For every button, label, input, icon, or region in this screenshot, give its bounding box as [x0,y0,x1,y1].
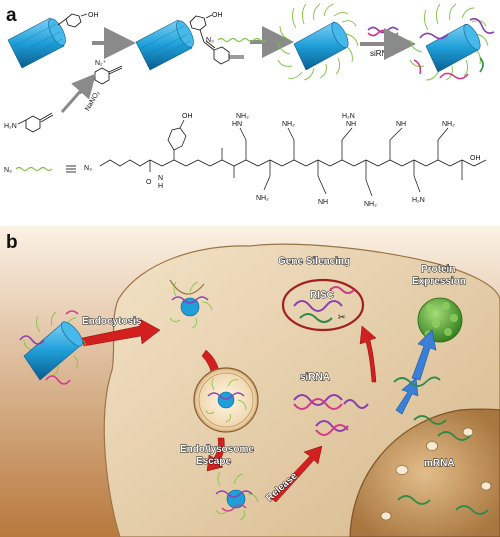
amide-h-label: H [158,183,163,190]
complex-membrane [169,281,213,329]
nanotube-1 [7,17,66,69]
azide-polymer-legend: N₃ [4,165,76,174]
complex-extracellular [19,310,87,385]
arg1-hn-label: HN [232,121,242,128]
arg4-nh-label: NH [396,121,406,128]
phenol-group-1: OH [57,12,99,28]
azo-group: OH [189,12,244,65]
arg2-nh-label: NH [318,199,328,206]
risc-label: RISC [310,290,334,301]
carbonyl-o-label: O [146,179,152,186]
phenol-oh-label: OH [182,113,193,120]
diazonium-reactant: N₂⁺ [94,60,123,85]
arg3-nh-label: NH [346,121,356,128]
peptide-azide-label: N₃ [4,167,12,174]
nucleus [349,408,500,537]
complex-cytosol [215,471,259,521]
translation-arrows [395,329,437,415]
arg6-nh2-label: NH₂ [442,121,455,128]
endocytosis-label: Endocytosis [82,316,142,327]
endo-escape-label-2: Escape [196,456,231,467]
expression-label: Expression [412,276,466,287]
arg3-h2n-label: H₂N [342,113,355,120]
scissors-icon: ✂ [338,313,346,323]
asn-nh2-label: NH₂ [364,201,377,208]
amide-n-label: N [158,175,163,182]
peptide-structure: N₃ [84,119,487,197]
endo-escape-label-1: Endo/lysosome [180,444,254,455]
azido-label: N₃ [84,165,92,172]
arg5-h2n-label: H₂N [412,197,425,204]
arg1-nh2-label: NH₂ [236,113,249,120]
terminal-oh-label: OH [470,155,481,162]
nanotube-2 [135,19,194,71]
hydroxyl-label-1: OH [88,12,99,19]
risc-complex: ✂ [281,278,365,332]
reagent-arrow [60,73,96,113]
mrna-strands [393,376,489,515]
panel-a: a OH N₂⁺ H⁺ NaNO₂ [4,3,495,208]
sirna-label: siRNA [300,372,330,383]
gene-silencing-label: Gene Silencing [278,256,350,267]
endosome [193,367,259,433]
panel-a-letter: a [6,5,17,26]
peptide-labels: OH HN NH₂ NH₂ NH₂ NH NH H₂N NH₂ NH H₂N N… [146,113,481,208]
azide-polymer-reagent: N₃ [206,37,267,44]
mrna-label: mRNA [424,458,455,469]
lys1-nh2-label: NH₂ [256,195,269,202]
amine-label: H₂N [4,123,17,130]
released-sirna [293,394,369,436]
lys2-nh2-label: NH₂ [282,121,295,128]
hydroxyl-label-2: OH [212,12,223,19]
panel-b: b ✂ Gene Silencing RISC [0,226,500,537]
diazonium-label: N₂⁺ [95,60,107,67]
sirna-nanotube-complex [409,3,495,81]
aminophenylacetylene: H₂N [4,112,54,133]
azide-label: N₃ [206,37,214,44]
protein-label: Protein [421,264,455,275]
sirna-reagent-label: siRNA [370,49,393,58]
nanotube-grafted [277,3,359,81]
endocytosis-pit [169,279,205,295]
protein-cluster [417,297,463,343]
panel-b-letter: b [6,232,18,253]
